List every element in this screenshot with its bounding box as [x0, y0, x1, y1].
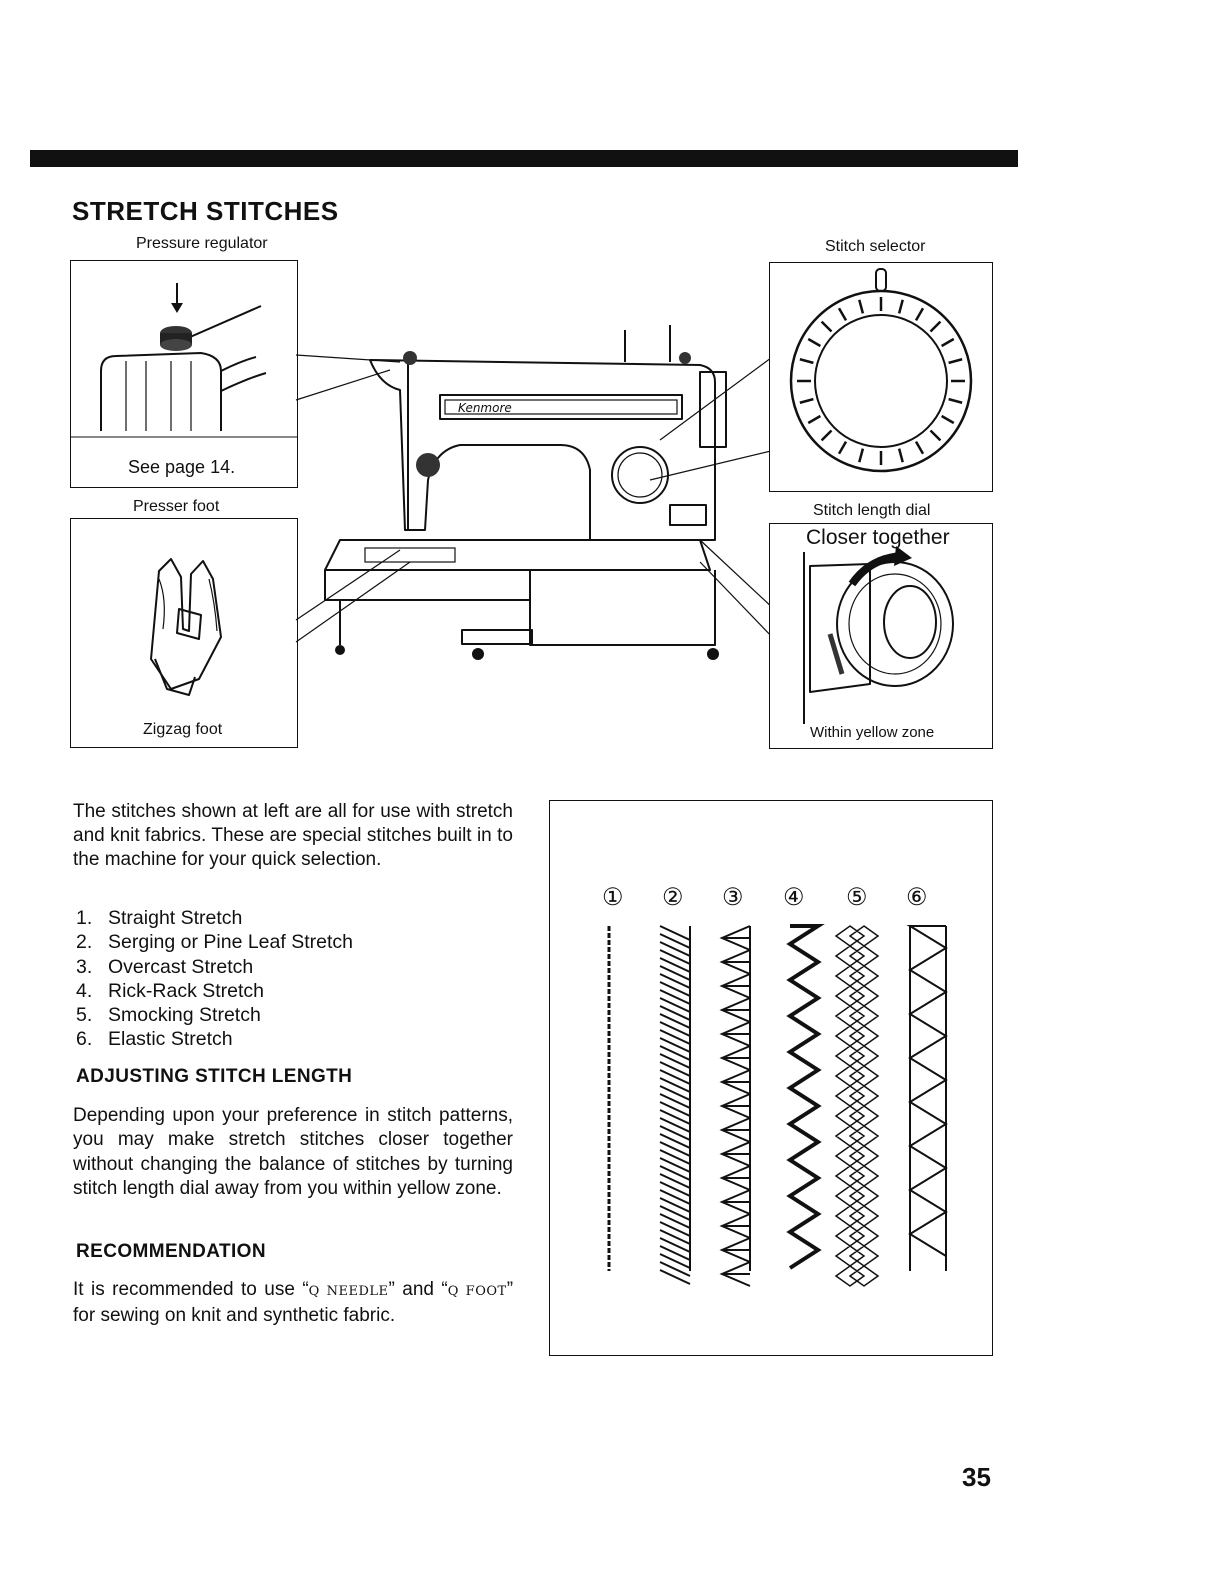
page-number: 35	[962, 1462, 991, 1492]
stitch-sample-6	[906, 925, 948, 1271]
selector-mark	[948, 397, 963, 404]
stitch-samples-figure: ① ② ③ ④ ⑤ ⑥	[549, 800, 993, 1356]
stitch-sample-2	[659, 925, 691, 1285]
selector-mark	[820, 320, 833, 333]
selector-mark	[837, 307, 848, 322]
header-rule	[30, 150, 1018, 167]
stitch-sample-4	[786, 924, 825, 1270]
stitch-list: 1.Straight Stretch 2.Serging or Pine Lea…	[76, 906, 516, 1052]
pressure-regulator-drawing	[71, 283, 297, 438]
recommendation-paragraph: It is recommended to use “Q NEEDLE” and …	[73, 1279, 514, 1327]
selector-mark	[799, 397, 814, 404]
adjusting-paragraph: Depending upon your preference in stitch…	[73, 1105, 513, 1199]
selector-mark	[940, 337, 955, 348]
stitch-item: 4.Rick-Rack Stretch	[76, 979, 265, 1002]
selector-mark	[940, 414, 955, 425]
selector-mark	[929, 429, 942, 442]
selector-mark	[799, 358, 814, 365]
within-yellow-zone-label: Within yellow zone	[810, 724, 935, 741]
stitch-sample-5	[834, 925, 880, 1287]
selector-mark	[929, 320, 942, 333]
presser-foot-figure: Zigzag foot	[70, 518, 298, 748]
label-pressure-regulator: Pressure regulator	[136, 235, 268, 252]
stitch-sample-3	[719, 925, 751, 1287]
selector-mark	[948, 358, 963, 365]
brand-plate: Kenmore	[458, 401, 512, 415]
selector-mark	[807, 414, 822, 425]
stitch-item: 3.Overcast Stretch	[76, 955, 254, 978]
stitch-item: 1.Straight Stretch	[76, 907, 243, 929]
selector-mark	[897, 299, 904, 314]
sample-number-3: ③	[722, 883, 744, 911]
intro-paragraph: The stitches shown at left are all for u…	[73, 801, 513, 870]
stitch-selector-dial	[789, 268, 973, 473]
stitch-length-dial-drawing	[803, 546, 954, 724]
stitch-item: 2.Serging or Pine Leaf Stretch	[76, 931, 353, 954]
sample-number-5: ⑤	[846, 883, 868, 911]
stitch-selector-figure	[769, 262, 993, 492]
sewing-machine-illustration: Kenmore	[295, 325, 776, 660]
selector-mark	[820, 429, 833, 442]
sample-number-4: ④	[783, 883, 805, 911]
stitch-length-dial-figure: Closer together Within yellow zone	[769, 523, 993, 749]
label-zigzag-foot: Zigzag foot	[143, 721, 223, 738]
closer-together-label: Closer together	[806, 526, 950, 549]
see-page-note: See page 14.	[128, 457, 236, 477]
stitch-item: 5.Smocking Stretch	[76, 1004, 261, 1027]
selector-mark	[807, 337, 822, 348]
adjusting-heading: ADJUSTING STITCH LENGTH	[76, 1066, 353, 1087]
recommendation-heading: RECOMMENDATION	[76, 1241, 266, 1262]
label-stitch-length-dial: Stitch length dial	[813, 502, 931, 519]
stitch-samples-drawing	[607, 924, 948, 1287]
label-presser-foot: Presser foot	[133, 498, 220, 515]
sample-numbers: ① ② ③ ④ ⑤ ⑥	[550, 883, 992, 913]
stitch-item: 6.Elastic Stretch	[76, 1028, 233, 1051]
selector-mark	[858, 448, 865, 463]
pressure-regulator-figure: See page 14.	[70, 260, 298, 488]
sample-number-2: ②	[662, 883, 684, 911]
selector-mark	[897, 448, 904, 463]
selector-mark	[837, 440, 848, 455]
selector-mark	[858, 299, 865, 314]
label-stitch-selector: Stitch selector	[825, 238, 926, 255]
selector-mark	[914, 440, 925, 455]
sample-number-1: ①	[602, 883, 624, 911]
selector-mark	[914, 307, 925, 322]
page-title: STRETCH STITCHES	[72, 196, 339, 226]
zigzag-foot-drawing	[150, 558, 222, 696]
sample-number-6: ⑥	[906, 883, 928, 911]
